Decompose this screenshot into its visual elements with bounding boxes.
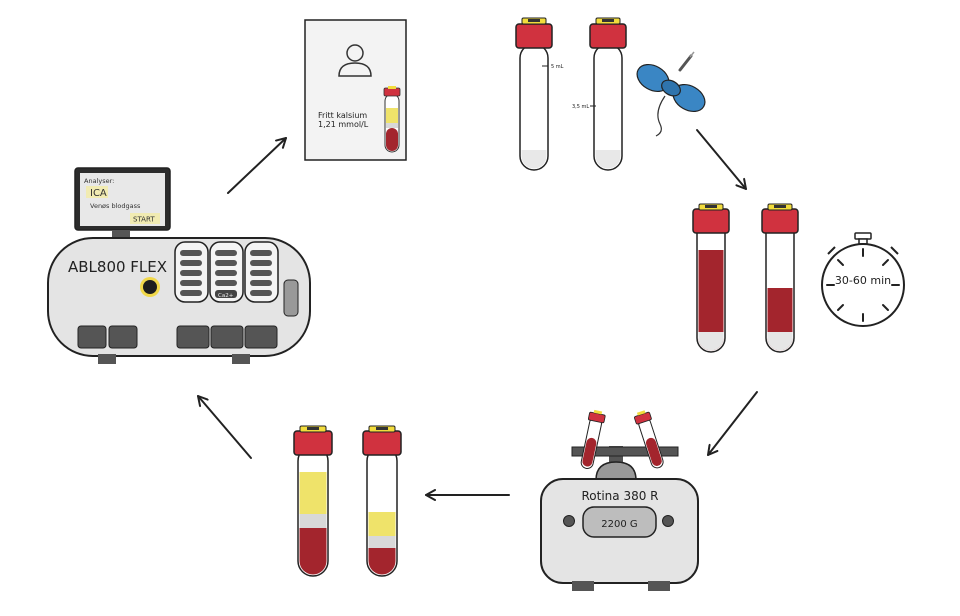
filled-tube-5ml	[692, 203, 730, 353]
report-analyte: Fritt kalsium	[318, 111, 367, 120]
centrifuge-foot-left	[572, 581, 594, 591]
centrifuge-knob-left[interactable]	[563, 515, 575, 527]
centrifuge-name: Rotina 380 R	[581, 489, 658, 503]
separated-tube-3-5ml	[362, 425, 402, 577]
screen-item-venous[interactable]: Venøs blodgass	[90, 202, 141, 210]
report-value: 1,21 mmol/L	[318, 120, 369, 129]
empty-tube-5ml: 5 mL	[515, 17, 564, 171]
centrifuge: Rotina 380 R 2200 G	[540, 409, 699, 591]
arrow-separated-tubes-to-analyzer	[197, 395, 252, 459]
calcium-port-label: Ca2+	[218, 293, 234, 299]
side-handle	[283, 279, 299, 317]
screen-selected-analysis[interactable]: ICA	[90, 188, 107, 199]
analyzer-name: ABL800 FLEX	[68, 258, 167, 276]
screen-start-highlight	[130, 213, 160, 224]
spinning-tube-right	[634, 410, 664, 469]
separated-tube-5ml	[293, 425, 333, 577]
monitor-stand	[112, 230, 130, 240]
stopwatch-icon: 30-60 min	[821, 232, 905, 327]
calcium-port-tag	[215, 290, 237, 298]
blood-gas-analyzer: Analyser: ICA Venøs blodgass START ABL80…	[47, 167, 311, 364]
screen-header: Analyser:	[84, 177, 114, 185]
arrow-filled-tubes-to-centrifuge	[707, 391, 758, 456]
centrifuge-speed: 2200 G	[601, 519, 637, 530]
analyzer-foot-left	[98, 354, 116, 364]
tube-mark-3-5ml: 3,5 mL	[572, 104, 589, 110]
centrifuge-rotor-bar	[571, 446, 679, 457]
empty-tube-3-5ml: 3,5 mL	[572, 17, 627, 171]
screen-selected-highlight	[86, 186, 108, 198]
spinning-tube-left	[580, 409, 606, 469]
result-report: Fritt kalsium 1,21 mmol/L	[304, 19, 407, 161]
arrow-needle-to-filled-tubes	[696, 129, 747, 190]
centrifuge-foot-right	[648, 581, 670, 591]
butterfly-needle-icon	[636, 51, 706, 137]
timer-duration: 30-60 min	[835, 274, 891, 287]
filled-tube-3-5ml	[761, 203, 799, 353]
report-tube-icon	[383, 86, 401, 153]
tube-mark-5ml: 5 mL	[551, 64, 564, 70]
sample-port[interactable]	[143, 280, 157, 294]
screen-start-button[interactable]: START	[133, 216, 155, 224]
reagent-cartridges: Ca2+	[174, 241, 279, 303]
patient-icon	[338, 44, 372, 77]
analyzer-foot-right	[232, 354, 250, 364]
arrow-analyzer-to-report	[227, 137, 287, 194]
centrifuge-knob-right[interactable]	[662, 515, 674, 527]
centrifuge-display	[582, 506, 657, 538]
analyzer-drawers	[77, 325, 278, 349]
